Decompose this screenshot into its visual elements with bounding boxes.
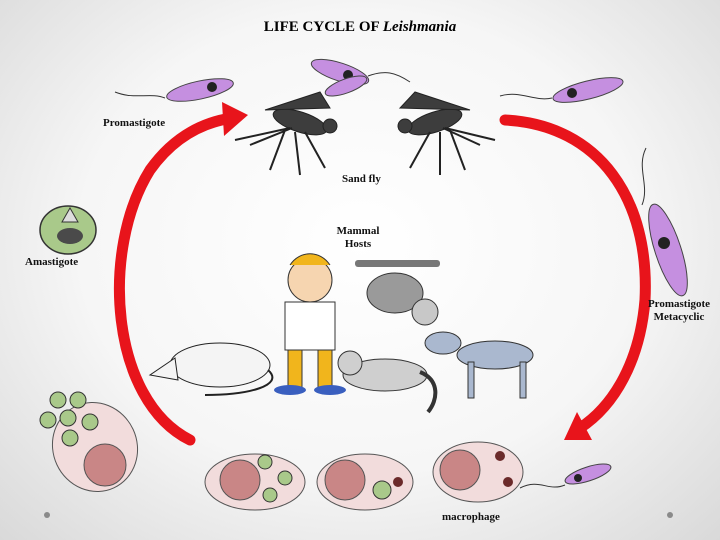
arrow-left — [114, 112, 238, 446]
opossum — [148, 342, 274, 396]
metacyclic-line2: Metacyclic — [653, 311, 705, 323]
macrophage-3 — [432, 441, 524, 503]
cycle-arrows — [114, 102, 651, 446]
human-figure — [274, 253, 346, 395]
dog — [424, 331, 534, 399]
macrophage-2 — [316, 453, 414, 511]
promastigote-right — [499, 77, 624, 103]
macrophage-infected-left — [39, 391, 139, 492]
arrow-left-head — [222, 102, 248, 136]
nav-dot-left — [44, 512, 50, 518]
metacyclic-line1: Promastigote — [647, 298, 711, 310]
diagram-title: LIFE CYCLE OF Leishmania — [0, 19, 720, 36]
title-genus: Leishmania — [382, 19, 457, 35]
amastigote-cell — [39, 205, 97, 255]
sand-fly-right — [397, 91, 496, 175]
arrow-right — [499, 114, 651, 434]
amastigote-label: Amastigote — [25, 256, 79, 268]
arrow-right-head — [564, 412, 592, 440]
mammal-hosts-line1: Mammal — [336, 225, 380, 237]
sloth — [355, 260, 440, 326]
mammal-hosts-line2: Hosts — [344, 238, 372, 250]
sand-fly-left — [234, 91, 338, 176]
promastigote-metacyclic — [641, 147, 688, 297]
cat — [337, 350, 438, 414]
macrophage-label: macrophage — [442, 511, 500, 523]
mammal-hosts-label: Mammal Hosts — [328, 225, 388, 251]
sand-fly-label: Sand fly — [342, 173, 381, 185]
title-text: LIFE CYCLE OF — [263, 19, 383, 35]
promastigote-top — [310, 58, 411, 97]
promastigote-bottom — [519, 463, 612, 489]
nav-dot-right — [667, 512, 673, 518]
macrophage-1 — [204, 453, 306, 511]
metacyclic-label: Promastigote Metacyclic — [640, 298, 718, 324]
promastigote-left — [114, 78, 234, 102]
promastigote-label: Promastigote — [103, 117, 166, 129]
